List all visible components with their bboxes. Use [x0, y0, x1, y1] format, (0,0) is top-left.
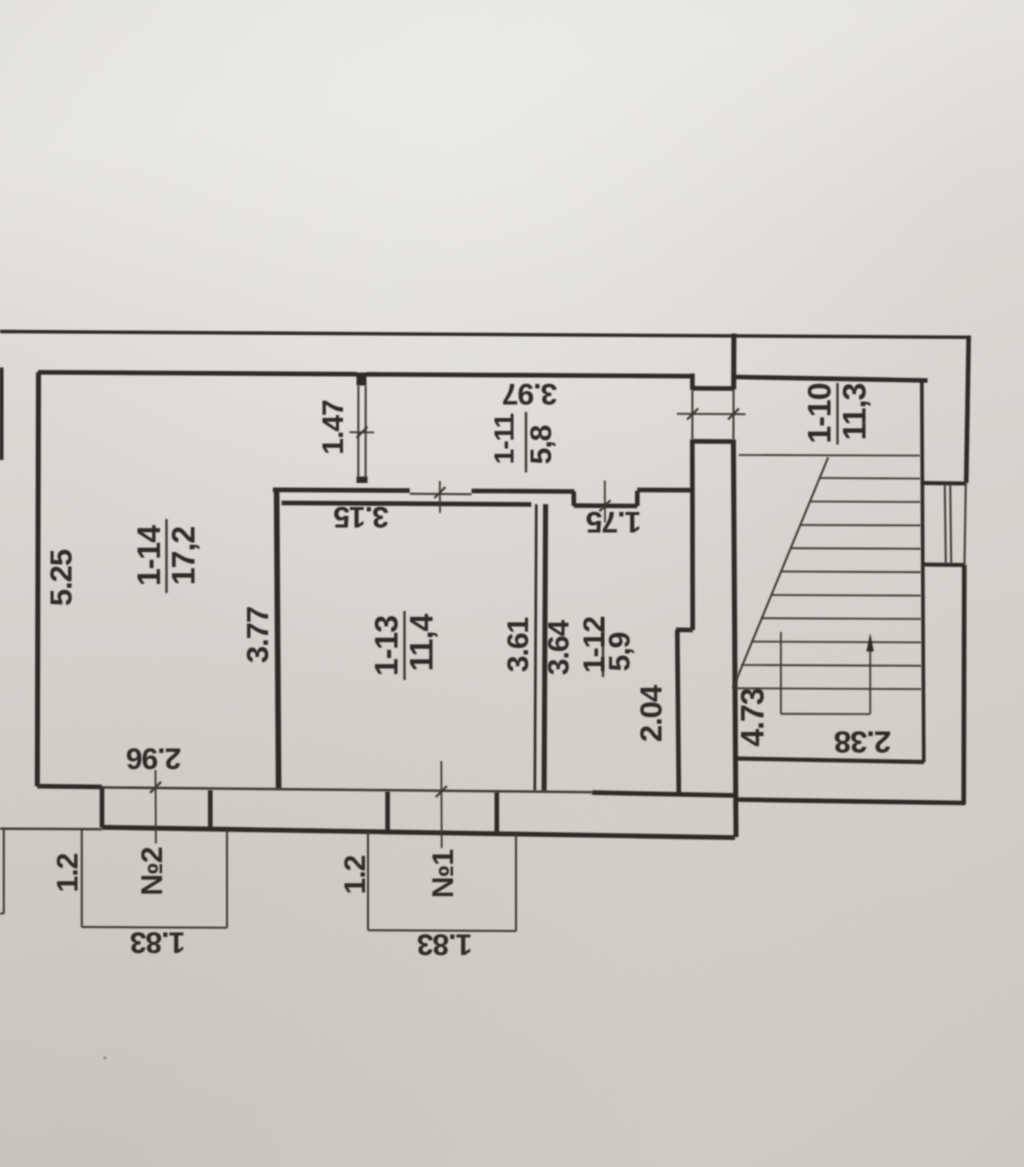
svg-text:1-12: 1-12 — [578, 617, 611, 673]
svg-text:1.47: 1.47 — [317, 400, 350, 455]
svg-text:1.83: 1.83 — [417, 928, 472, 961]
svg-text:1-13: 1-13 — [369, 616, 405, 676]
svg-text:1-11: 1-11 — [489, 413, 520, 464]
svg-text:1-14: 1-14 — [131, 525, 167, 586]
svg-text:4.73: 4.73 — [735, 688, 771, 746]
svg-text:2.04: 2.04 — [634, 684, 669, 742]
svg-text:3.97: 3.97 — [502, 377, 557, 410]
svg-text:№2: №2 — [136, 847, 169, 895]
svg-text:11,4: 11,4 — [404, 614, 440, 672]
svg-text:№1: №1 — [427, 850, 460, 898]
svg-text:2.96: 2.96 — [126, 742, 181, 775]
svg-text:3.64: 3.64 — [543, 619, 576, 675]
svg-text:1.75: 1.75 — [586, 505, 641, 538]
svg-text:5,9: 5,9 — [604, 632, 637, 671]
svg-text:1.83: 1.83 — [130, 926, 185, 959]
svg-text:3.77: 3.77 — [240, 607, 275, 663]
svg-text:17,2: 17,2 — [166, 527, 202, 585]
svg-text:3.61: 3.61 — [502, 617, 535, 672]
svg-text:5,8: 5,8 — [525, 425, 558, 464]
svg-text:3.15: 3.15 — [334, 500, 389, 533]
svg-text:1-10: 1-10 — [802, 383, 838, 443]
svg-text:2.38: 2.38 — [834, 725, 891, 760]
svg-text:1.2: 1.2 — [339, 855, 372, 894]
svg-text:5.25: 5.25 — [44, 549, 79, 606]
svg-text:1.2: 1.2 — [52, 853, 85, 892]
svg-text:11,3: 11,3 — [837, 384, 873, 441]
